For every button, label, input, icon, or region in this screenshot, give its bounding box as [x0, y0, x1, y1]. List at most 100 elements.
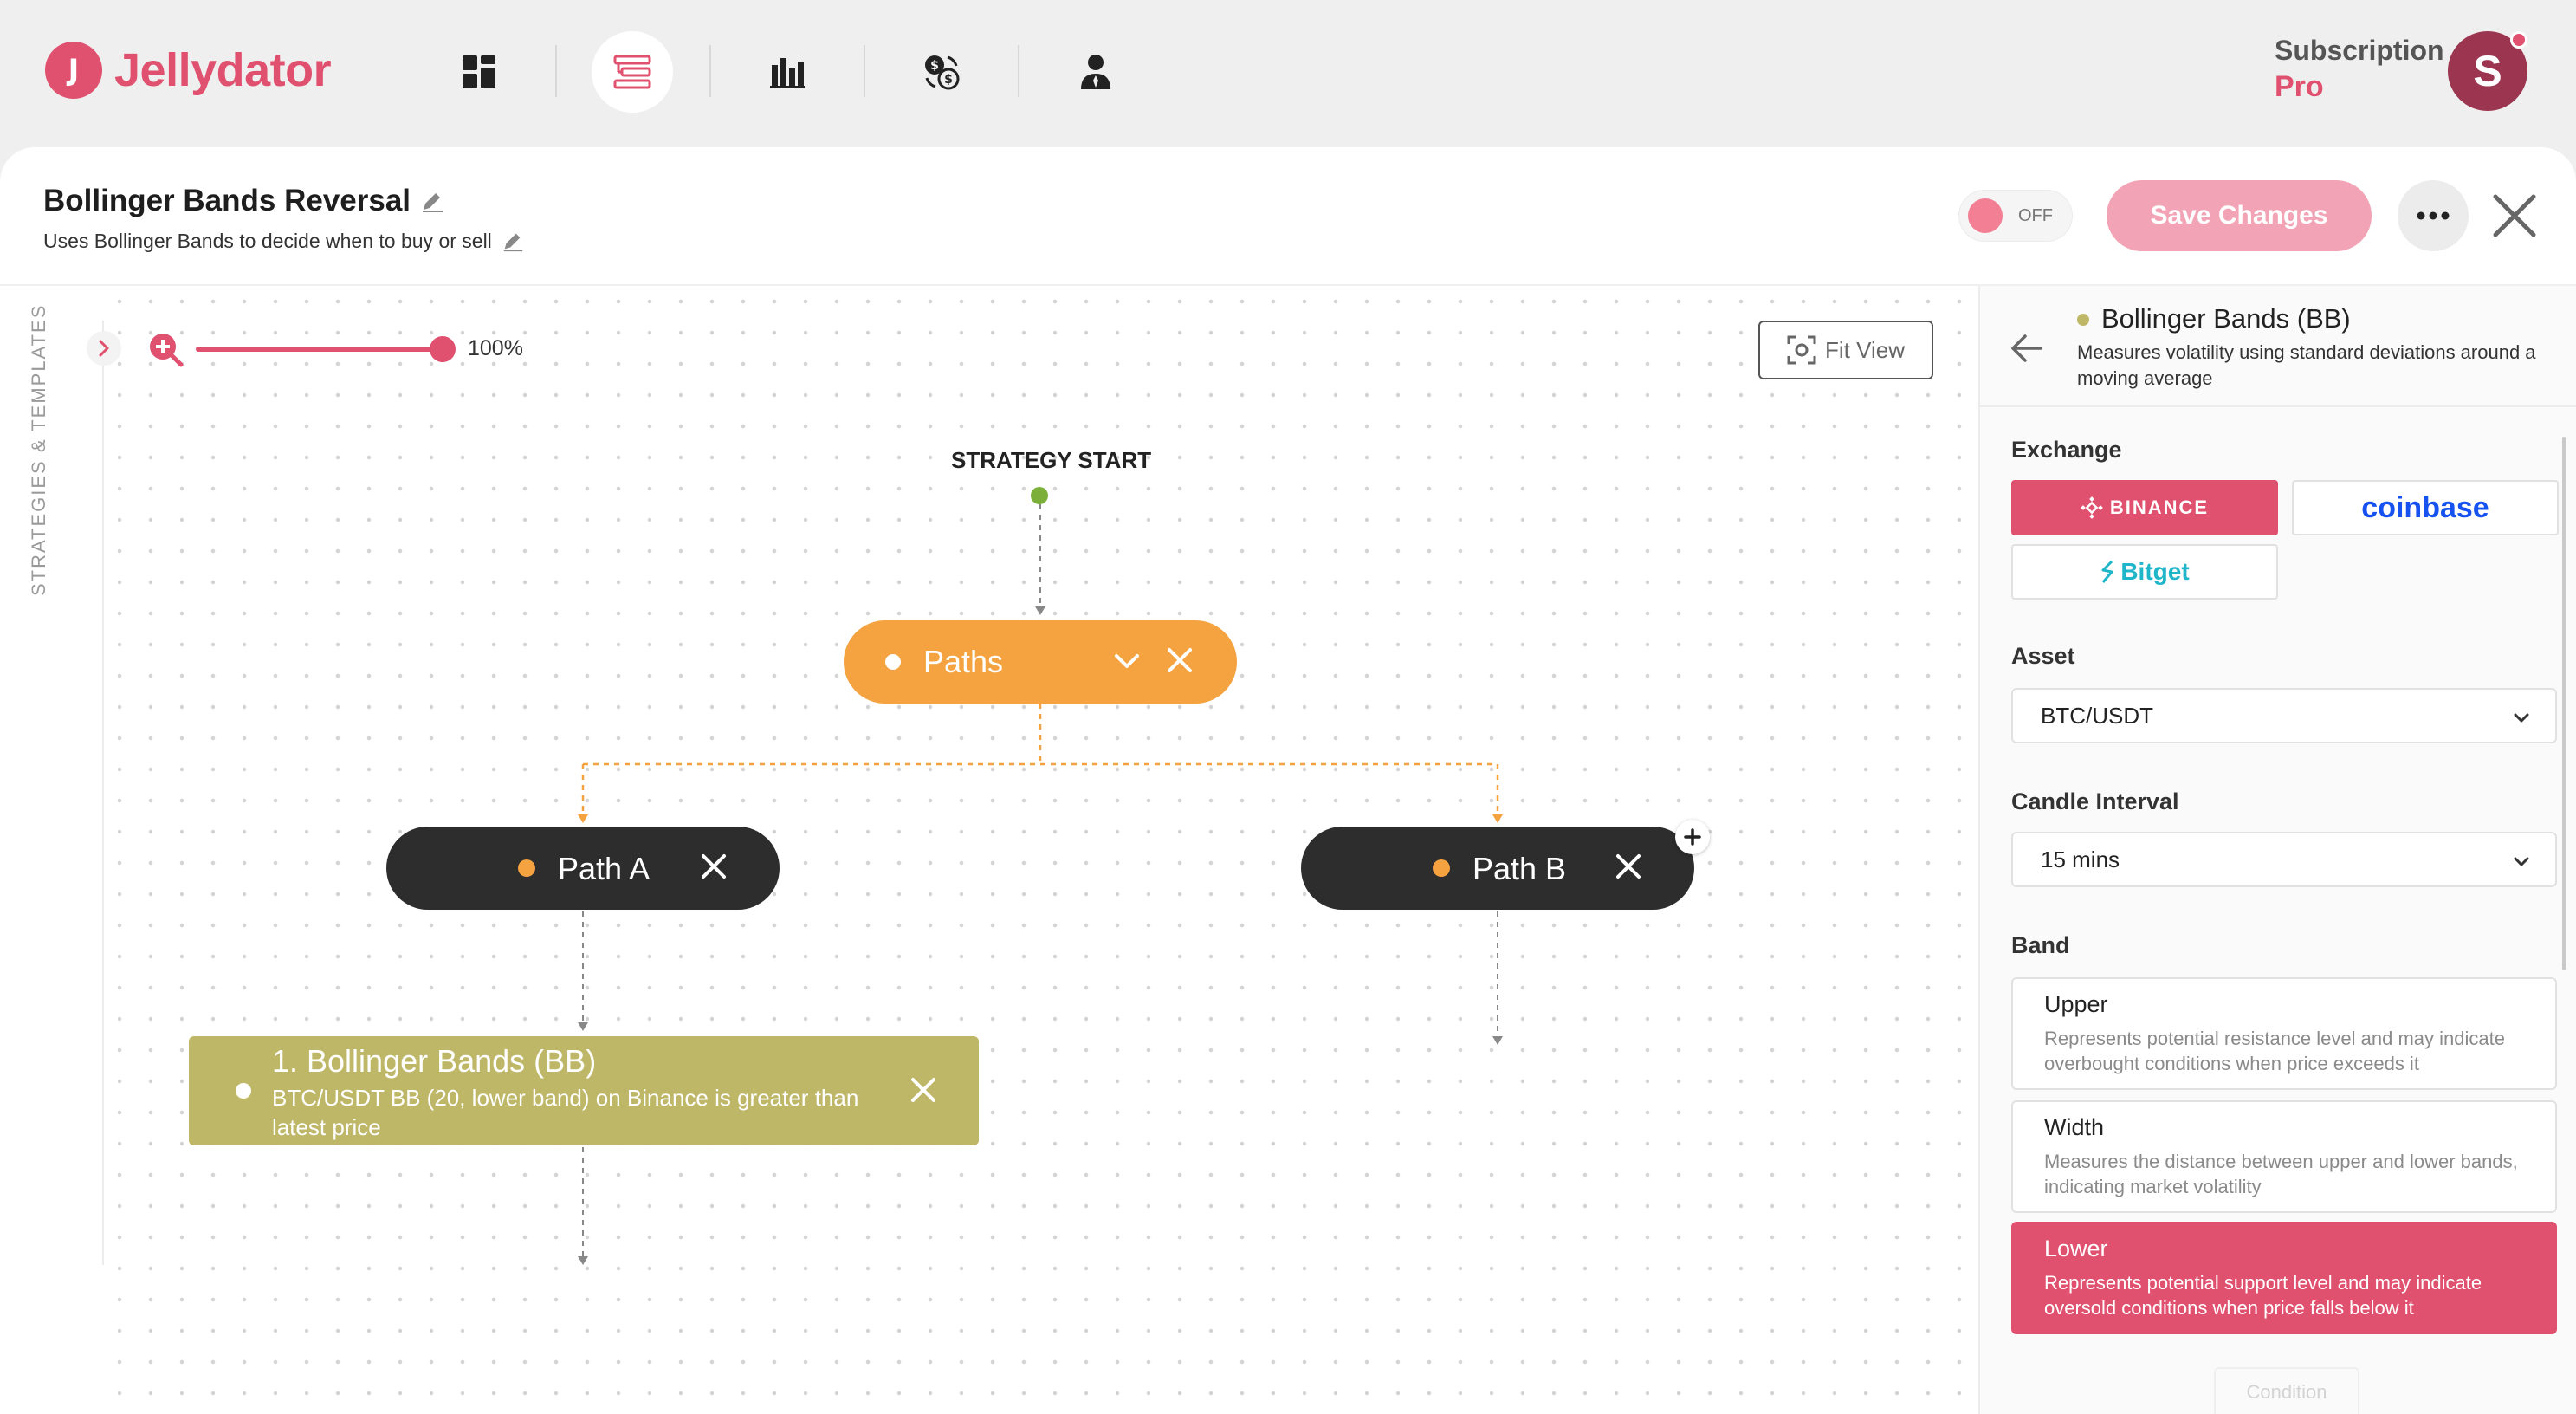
asset-value: BTC/USDT — [2041, 702, 2153, 729]
bitget-logo-icon — [2101, 560, 2113, 583]
edit-title-icon[interactable] — [419, 188, 445, 214]
nav-charts-button[interactable] — [747, 31, 828, 113]
fit-view-button[interactable]: Fit View — [1758, 321, 1933, 379]
zoom-slider-track[interactable] — [196, 347, 443, 352]
panel-subtitle: Measures volatility using standard devia… — [2077, 341, 2536, 389]
paths-node-label: Paths — [923, 644, 1004, 679]
panel-title: Bollinger Bands (BB) — [2101, 303, 2351, 334]
panel-divider — [1978, 405, 2576, 407]
asset-select[interactable]: BTC/USDT — [2011, 688, 2557, 743]
strategy-start-label: STRATEGY START — [951, 447, 1152, 473]
rail-divider — [102, 321, 104, 1265]
subscription-label: Subscription — [2275, 35, 2444, 66]
strategy-title-text: Bollinger Bands Reversal — [43, 184, 411, 217]
app-name: Jellydator — [114, 44, 332, 96]
indicator-color-dot — [2077, 314, 2089, 326]
bar-chart-icon — [770, 58, 805, 88]
bitget-label: Bitget — [2120, 558, 2190, 585]
add-path-button[interactable] — [1675, 820, 1710, 854]
expand-sidebar-button[interactable] — [87, 331, 121, 366]
strategy-start-dot[interactable] — [1031, 487, 1048, 504]
app-logo[interactable]: J Jellydator — [45, 42, 332, 99]
top-navigation-bar: J Jellydator — [0, 0, 2576, 147]
zoom-in-icon[interactable] — [147, 331, 184, 367]
subscription-tier: Pro — [2275, 70, 2324, 103]
nav-divider — [864, 45, 865, 97]
close-editor-button[interactable] — [2486, 187, 2543, 244]
strategy-active-toggle[interactable]: OFF — [1959, 191, 2072, 241]
nav-divider — [709, 45, 711, 97]
nav-divider — [555, 45, 557, 97]
subscription-info[interactable]: Subscription Pro — [2275, 35, 2444, 104]
band-label: Band — [2011, 932, 2070, 958]
chevron-down-icon — [2514, 857, 2529, 866]
path-b-label: Path B — [1472, 851, 1567, 886]
currency-exchange-icon: $ $ — [925, 55, 960, 90]
bb-node-title: 1. Bollinger Bands (BB) — [272, 1043, 597, 1079]
save-changes-button[interactable]: Save Changes — [2107, 180, 2372, 251]
band-option-name: Upper — [2044, 991, 2108, 1017]
notification-dot — [2510, 31, 2527, 49]
nav-currency-button[interactable]: $ $ — [901, 31, 982, 113]
band-option-description: Represents potential resistance level an… — [2044, 1028, 2505, 1074]
band-option-upper[interactable]: Upper Represents potential resistance le… — [2011, 977, 2557, 1090]
band-option-name: Lower — [2044, 1236, 2108, 1262]
path-a-node[interactable]: Path A — [386, 827, 780, 910]
user-icon — [1081, 55, 1110, 89]
paths-node-dot — [885, 654, 901, 670]
svg-text:$: $ — [944, 73, 953, 87]
bb-node-description: BTC/USDT BB (20, lower band) on Binance … — [272, 1085, 859, 1140]
strategy-description[interactable]: Uses Bollinger Bands to decide when to b… — [43, 229, 525, 253]
exchange-label: Exchange — [2011, 437, 2122, 463]
candle-interval-select[interactable]: 15 mins — [2011, 832, 2557, 887]
bollinger-bands-condition-node[interactable]: 1. Bollinger Bands (BB) BTC/USDT BB (20,… — [189, 1036, 979, 1145]
exchange-option-binance[interactable]: BINANCE — [2011, 480, 2278, 535]
remove-bb-node-icon[interactable] — [908, 1074, 939, 1106]
panel-scrollbar[interactable] — [2562, 437, 2566, 970]
chevron-down-icon — [2514, 713, 2529, 723]
strategy-description-text: Uses Bollinger Bands to decide when to b… — [43, 229, 492, 252]
more-options-button[interactable] — [2398, 180, 2469, 251]
plus-icon — [1684, 828, 1701, 846]
fit-view-label: Fit View — [1825, 336, 1905, 363]
logo-mark: J — [45, 42, 102, 99]
edit-description-icon[interactable] — [501, 229, 525, 253]
candle-interval-value: 15 mins — [2041, 846, 2120, 872]
more-dots-icon — [2417, 211, 2450, 220]
nav-dashboard-button[interactable] — [438, 31, 520, 113]
nav-divider — [1018, 45, 1019, 97]
chevron-down-icon[interactable] — [1112, 646, 1142, 676]
zoom-slider-thumb[interactable] — [430, 336, 456, 362]
bb-node-dot — [236, 1083, 251, 1099]
exchange-option-bitget[interactable]: Bitget — [2011, 544, 2278, 600]
remove-paths-icon[interactable] — [1164, 645, 1195, 676]
exchange-option-coinbase[interactable]: coinbase — [2292, 480, 2559, 535]
candle-interval-label: Candle Interval — [2011, 788, 2179, 814]
binance-label: BINANCE — [2109, 496, 2210, 518]
remove-path-a-icon[interactable] — [698, 851, 729, 882]
band-option-width[interactable]: Width Measures the distance between uppe… — [2011, 1100, 2557, 1213]
path-a-label: Path A — [558, 851, 650, 886]
toggle-knob — [1968, 198, 2003, 233]
strategy-title[interactable]: Bollinger Bands Reversal — [43, 184, 445, 218]
band-option-lower[interactable]: Lower Represents potential support level… — [2011, 1222, 2557, 1334]
paths-node[interactable]: Paths — [844, 620, 1237, 704]
nav-account-button[interactable] — [1055, 31, 1136, 113]
remove-path-b-icon[interactable] — [1613, 851, 1644, 882]
asset-label: Asset — [2011, 643, 2075, 669]
binance-logo-icon — [2081, 496, 2103, 519]
chevron-right-icon — [99, 340, 109, 357]
path-b-node[interactable]: Path B — [1301, 827, 1694, 910]
path-a-dot — [518, 859, 535, 877]
close-icon — [2493, 194, 2536, 237]
nav-strategies-button[interactable] — [592, 31, 673, 113]
back-arrow-icon[interactable] — [2008, 329, 2046, 367]
header-divider — [0, 284, 2576, 286]
zoom-level-label: 100% — [468, 336, 523, 360]
strategy-list-icon — [613, 55, 651, 89]
fit-view-icon — [1787, 335, 1816, 365]
svg-text:$: $ — [930, 59, 939, 73]
path-b-dot — [1433, 859, 1450, 877]
band-option-description: Represents potential support level and m… — [2044, 1272, 2482, 1319]
